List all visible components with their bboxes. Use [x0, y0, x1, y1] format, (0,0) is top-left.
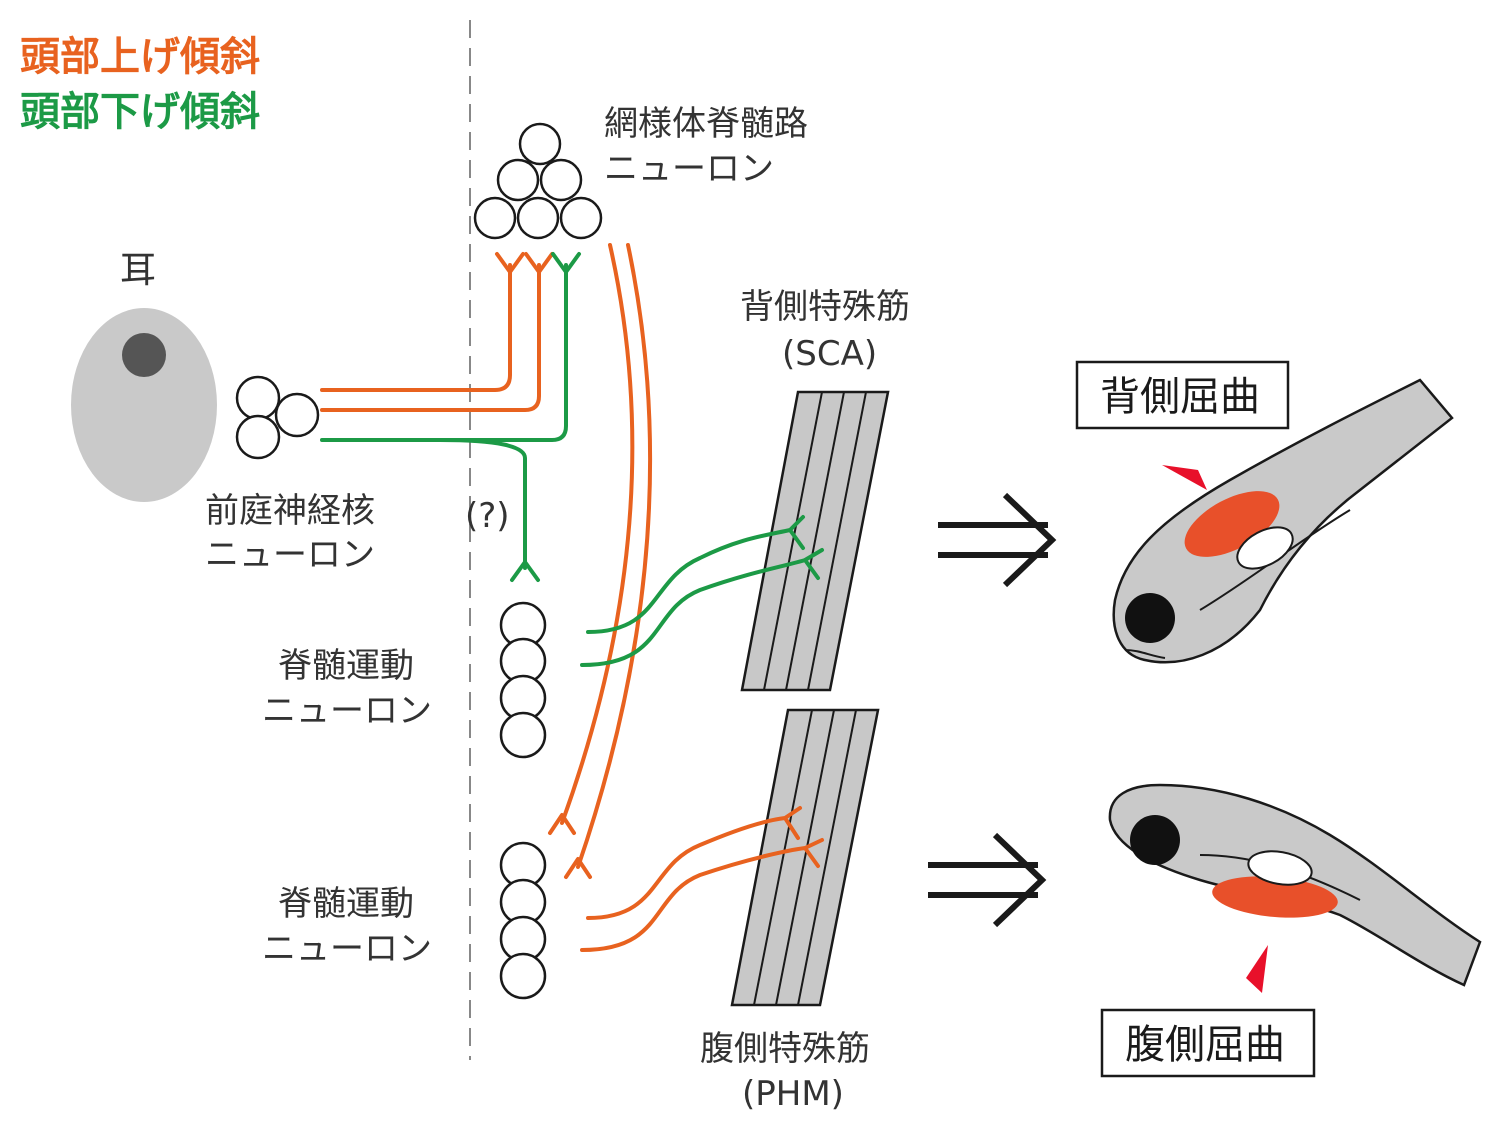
reticulospinal-label-line2: ニューロン [604, 149, 774, 189]
dorsal-flexion-marker-icon [1162, 465, 1207, 490]
vestibular-label-line2: ニューロン [205, 535, 375, 575]
dorsal-flexion-label: 背側屈曲 [1100, 374, 1260, 420]
phm-muscle [730, 708, 880, 1007]
arrow-to-ventral-flexion [928, 832, 1047, 928]
motor-neurons-upper-label-line2: ニューロン [262, 691, 432, 731]
vestibular-label-line1: 前庭神経核 [205, 491, 375, 531]
motor-neurons-upper-label-line1: 脊髄運動 [278, 646, 414, 686]
ventral-flexion-box [1100, 1008, 1316, 1078]
legend-head-down: 頭部下げ傾斜 [20, 89, 260, 135]
ear-icon [71, 308, 217, 502]
motor-axons-to-sca [580, 515, 824, 667]
dorsal-flexion-box [1075, 360, 1290, 430]
reticulospinal-label-line1: 網様体脊髄路 [604, 104, 808, 144]
motor-neurons-upper [499, 601, 547, 759]
sca-label-line2: (SCA) [782, 334, 877, 374]
phm-label-line2: (PHM) [742, 1074, 844, 1114]
motor-axons-to-phm [580, 806, 824, 952]
arrow-to-dorsal-flexion [938, 492, 1057, 588]
motor-neurons-lower-label-line1: 脊髄運動 [278, 884, 414, 924]
motor-neurons-lower [499, 841, 547, 1000]
uncertain-connection-label: (?) [465, 496, 510, 536]
sca-label-line1: 背側特殊筋 [740, 287, 910, 327]
fish-ventral-flexion [1108, 783, 1482, 987]
reticulospinal-neurons [473, 122, 603, 240]
legend-head-up: 頭部上げ傾斜 [20, 34, 260, 80]
sca-muscle [740, 390, 890, 692]
ear-label: 耳 [120, 250, 156, 291]
ventral-flexion-label: 腹側屈曲 [1125, 1022, 1285, 1068]
vestibular-axons [320, 252, 581, 582]
fish-dorsal-flexion [1112, 378, 1454, 664]
ear-otolith [122, 333, 166, 377]
vestibular-nucleus-neurons [235, 375, 320, 460]
ventral-flexion-marker-icon [1246, 945, 1268, 993]
reticulospinal-axons [548, 243, 653, 879]
phm-label-line1: 腹側特殊筋 [700, 1029, 870, 1069]
motor-neurons-lower-label-line2: ニューロン [262, 929, 432, 969]
